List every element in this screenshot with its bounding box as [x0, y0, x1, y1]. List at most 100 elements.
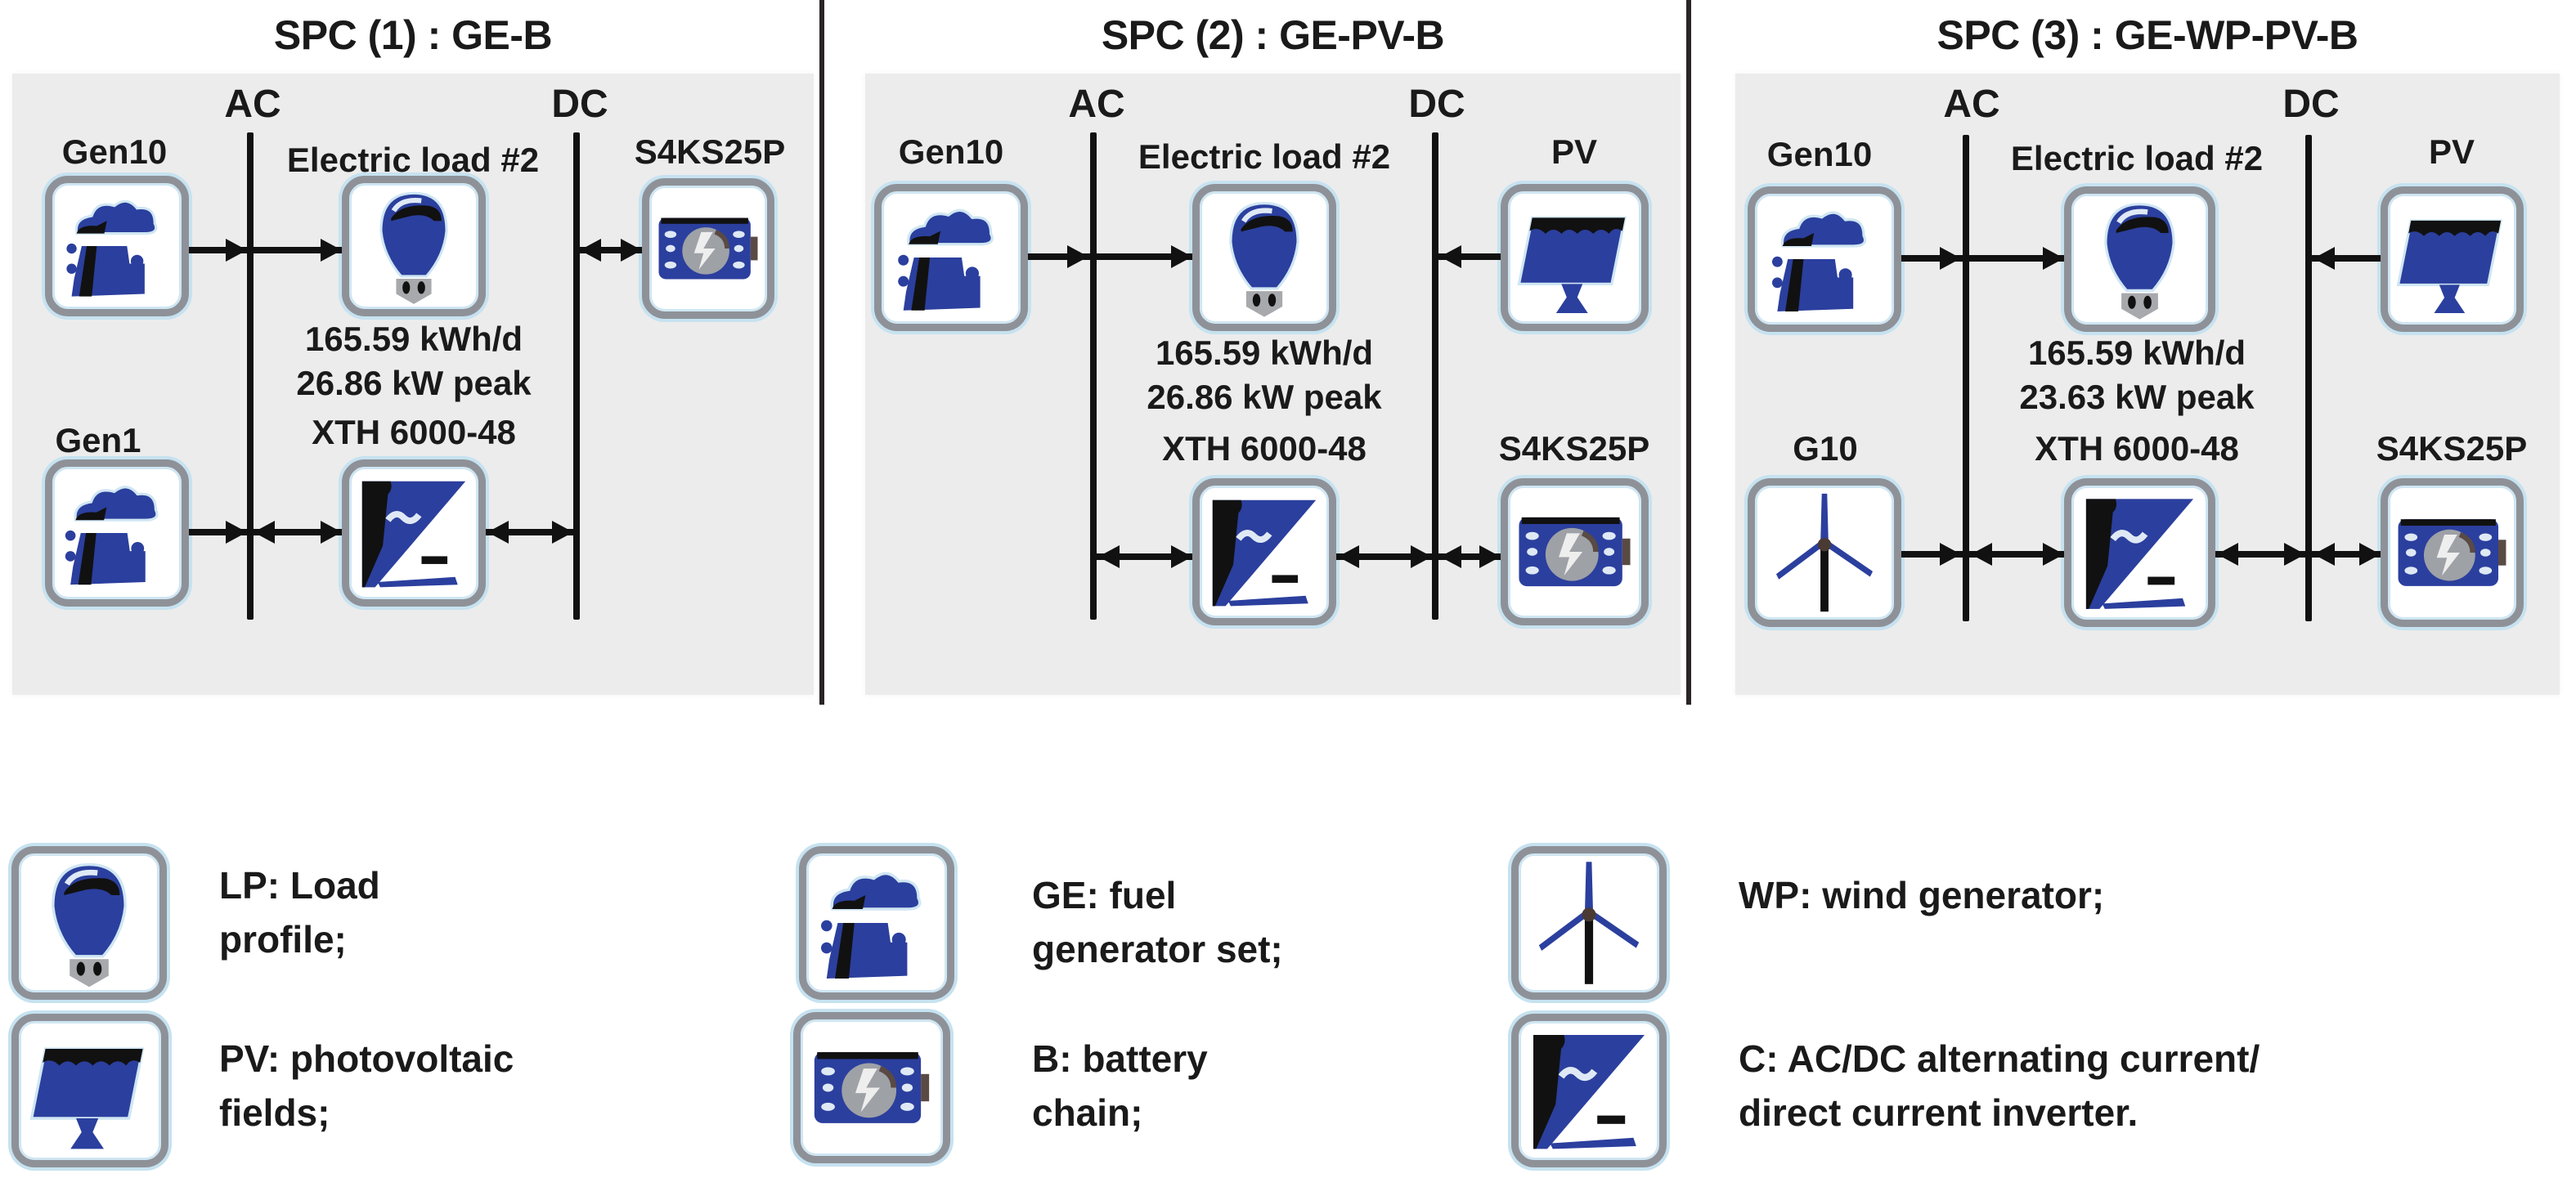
- arrow-right-icon: [1171, 545, 1192, 568]
- component-label: XTH 6000-48: [2035, 429, 2239, 468]
- component-label: S4KS25P: [1498, 429, 1650, 468]
- solar-panel-icon[interactable]: [2381, 186, 2524, 332]
- arrow-right-icon: [226, 521, 247, 544]
- legend-text-line: C: AC/DC alternating current/: [1739, 1037, 2260, 1080]
- ac-bus-label: AC: [1068, 83, 1125, 126]
- fuel-generator-icon[interactable]: [874, 184, 1028, 331]
- load-bulb-icon[interactable]: [342, 176, 486, 316]
- component-label: XTH 6000-48: [1162, 429, 1367, 468]
- arrow-left-icon: [2313, 543, 2335, 566]
- load-energy: 165.59 kWh/d: [304, 320, 523, 358]
- arrow-left-icon: [1338, 545, 1359, 568]
- legend-item-battery: B: battery chain;: [1032, 1032, 1208, 1140]
- arrow-right-icon: [1067, 245, 1088, 268]
- component-label: Gen1: [55, 421, 141, 459]
- legend-text-line: direct current inverter.: [1739, 1091, 2138, 1134]
- connector-line: [580, 247, 642, 253]
- wind-turbine-icon: [1511, 846, 1667, 1000]
- dc-bus-label: DC: [1408, 83, 1465, 126]
- fuel-generator-icon: [799, 846, 954, 1000]
- load-energy: 165.59 kWh/d: [1155, 334, 1374, 372]
- load-bulb-icon: [11, 846, 167, 1000]
- load-peak: 23.63 kW peak: [2019, 378, 2255, 416]
- dc-bus-label: DC: [2282, 83, 2340, 126]
- component-label: S4KS25P: [634, 132, 786, 171]
- dc-bus-line: [2305, 135, 2312, 621]
- inverter-icon[interactable]: [1192, 478, 1336, 625]
- dc-bus-line: [573, 132, 580, 620]
- legend-text-line: fields;: [219, 1091, 330, 1134]
- connector-line: [2312, 255, 2381, 262]
- connector-line: [486, 529, 573, 535]
- ac-bus-line: [247, 132, 254, 620]
- component-label: Electric load #2: [2010, 139, 2264, 177]
- dc-bus-label: DC: [551, 83, 608, 126]
- load-stats: 165.59 kWh/d 26.86 kW peak: [296, 317, 531, 405]
- component-label: XTH 6000-48: [312, 413, 516, 451]
- connector-line: [1901, 255, 2064, 262]
- battery-icon[interactable]: [642, 178, 774, 319]
- legend-item-pv: PV: photovoltaic fields;: [219, 1032, 514, 1140]
- load-bulb-icon[interactable]: [2064, 186, 2215, 332]
- arrow-right-icon: [1171, 245, 1192, 268]
- dc-bus-line: [1432, 132, 1438, 620]
- load-stats: 165.59 kWh/d 26.86 kW peak: [1147, 331, 1381, 419]
- arrow-right-icon: [321, 239, 342, 262]
- legend-text-line: generator set;: [1032, 928, 1283, 970]
- arrow-right-icon: [321, 521, 342, 544]
- legend-text-line: profile;: [219, 918, 347, 961]
- arrow-right-icon: [1940, 543, 1961, 566]
- connector-line: [189, 247, 342, 253]
- component-label: S4KS25P: [2376, 429, 2528, 468]
- legend-item-generator: GE: fuel generator set;: [1032, 868, 1283, 976]
- connector-line: [1028, 253, 1192, 260]
- arrow-left-icon: [2217, 543, 2238, 566]
- inverter-icon[interactable]: [2064, 478, 2215, 627]
- battery-icon[interactable]: [1501, 478, 1649, 625]
- fuel-generator-icon[interactable]: [45, 176, 189, 316]
- solar-panel-icon[interactable]: [1501, 184, 1649, 331]
- legend-text-line: chain;: [1032, 1091, 1143, 1134]
- arrow-right-icon: [1479, 545, 1501, 568]
- legend-text-line: WP: wind generator;: [1739, 874, 2105, 916]
- ac-bus-label: AC: [224, 83, 281, 126]
- load-bulb-icon[interactable]: [1192, 184, 1336, 331]
- component-label: PV: [2428, 132, 2475, 171]
- wind-turbine-icon[interactable]: [1748, 478, 1901, 627]
- component-label: Electric load #2: [286, 141, 540, 179]
- config-title-2: SPC (2) : GE-PV-B: [1101, 12, 1445, 58]
- panel-separator: [819, 0, 824, 705]
- legend-text-line: PV: photovoltaic: [219, 1037, 514, 1080]
- arrow-left-icon: [1098, 545, 1120, 568]
- load-energy: 165.59 kWh/d: [2027, 334, 2246, 372]
- connector-line: [1097, 553, 1192, 560]
- solar-panel-icon: [11, 1014, 168, 1167]
- arrow-right-icon: [552, 521, 573, 544]
- arrow-right-icon: [226, 239, 247, 262]
- connector-line: [1438, 553, 1501, 560]
- fuel-generator-icon[interactable]: [1748, 186, 1901, 332]
- arrow-right-icon: [2043, 247, 2064, 270]
- config-title-1: SPC (1) : GE-B: [273, 12, 553, 58]
- legend-item-wind: WP: wind generator;: [1739, 868, 2104, 922]
- load-peak: 26.86 kW peak: [296, 364, 532, 402]
- arrow-left-icon: [1440, 245, 1461, 268]
- connector-line: [1336, 553, 1432, 560]
- component-label: Gen10: [898, 132, 1004, 171]
- connector-line: [2215, 551, 2305, 558]
- inverter-icon[interactable]: [342, 459, 486, 607]
- load-peak: 26.86 kW peak: [1147, 378, 1382, 416]
- battery-icon[interactable]: [2381, 478, 2524, 627]
- legend-text-line: LP: Load: [219, 864, 380, 907]
- ac-bus-label: AC: [1943, 83, 2000, 126]
- component-label: Electric load #2: [1138, 137, 1391, 176]
- fuel-generator-icon[interactable]: [45, 459, 189, 607]
- arrow-right-icon: [1411, 545, 1432, 568]
- load-stats: 165.59 kWh/d 23.63 kW peak: [2019, 331, 2254, 419]
- battery-icon: [793, 1012, 950, 1163]
- legend-text-line: GE: fuel: [1032, 874, 1177, 916]
- arrow-left-icon: [2313, 247, 2335, 270]
- arrow-right-icon: [2359, 543, 2381, 566]
- component-label: Gen10: [61, 132, 168, 171]
- config-title-3: SPC (3) : GE-WP-PV-B: [1936, 12, 2358, 58]
